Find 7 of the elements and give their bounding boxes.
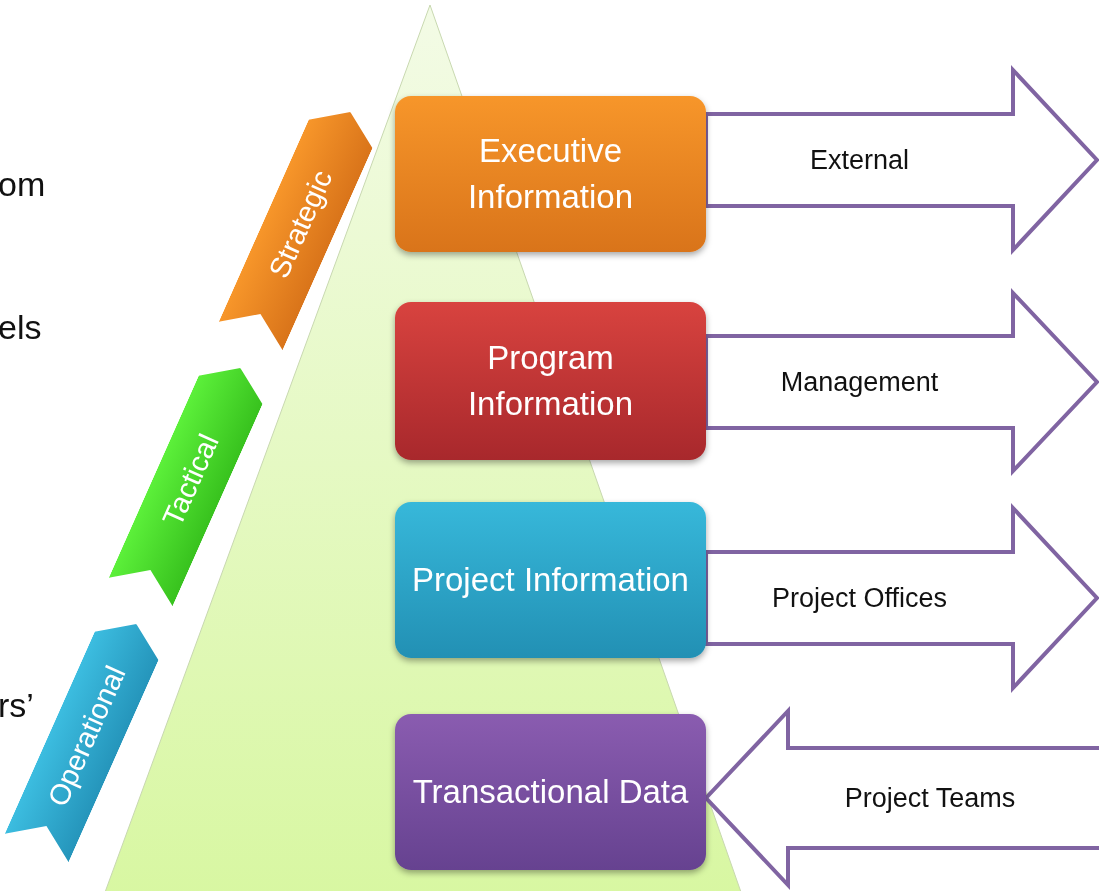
level-box: Executive Information <box>395 96 706 252</box>
level-box: Transactional Data <box>395 714 706 870</box>
level-box: Program Information <box>395 302 706 460</box>
level-box: Project Information <box>395 502 706 658</box>
block-arrow <box>704 64 1099 256</box>
cut-off-text: om <box>0 165 46 204</box>
cut-off-text: els <box>0 308 42 347</box>
